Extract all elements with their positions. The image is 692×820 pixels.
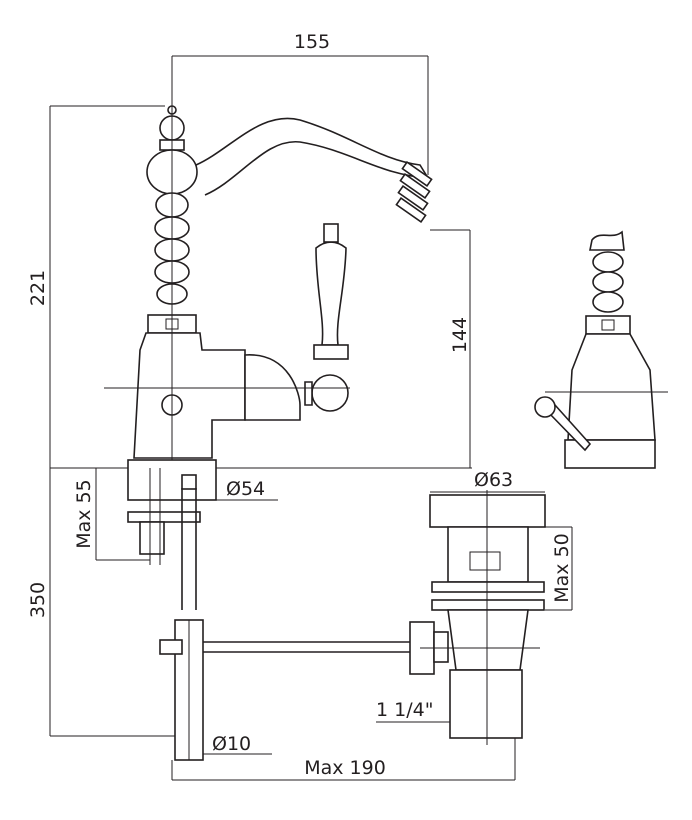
dimension-rod-diameter: Ø10 [203, 733, 272, 755]
dimension-waste-diameter: Ø63 [430, 469, 545, 493]
dimension-waste-max-height: Max 50 [545, 526, 573, 611]
label-diameter-63: Ø63 [474, 469, 513, 491]
dimension-base-diameter: Ø54 [216, 478, 278, 501]
label-max-50: Max 50 [551, 533, 573, 603]
label-155: 155 [294, 31, 330, 53]
label-thread-size: 1 1/4" [376, 699, 433, 721]
dimension-thread-size: 1 1/4" [376, 699, 450, 723]
dimension-max-rod-reach: Max 190 [171, 738, 516, 781]
label-350: 350 [27, 582, 49, 618]
dimension-max-deck-thickness: Max 55 [73, 468, 150, 561]
faucet-front-view [104, 96, 433, 468]
dimension-spout-reach: 155 [171, 31, 429, 175]
faucet-side-view [534, 230, 668, 469]
dimension-total-height: 221 [27, 105, 165, 468]
label-max-55: Max 55 [73, 479, 95, 549]
label-144: 144 [449, 317, 471, 353]
label-max-190: Max 190 [304, 757, 386, 779]
pop-up-waste [420, 490, 546, 745]
label-221: 221 [27, 270, 49, 306]
dimension-rod-length: 350 [27, 468, 175, 737]
label-diameter-10: Ø10 [212, 733, 251, 755]
dimension-spout-height: 144 [430, 229, 471, 468]
label-diameter-54: Ø54 [226, 478, 265, 500]
